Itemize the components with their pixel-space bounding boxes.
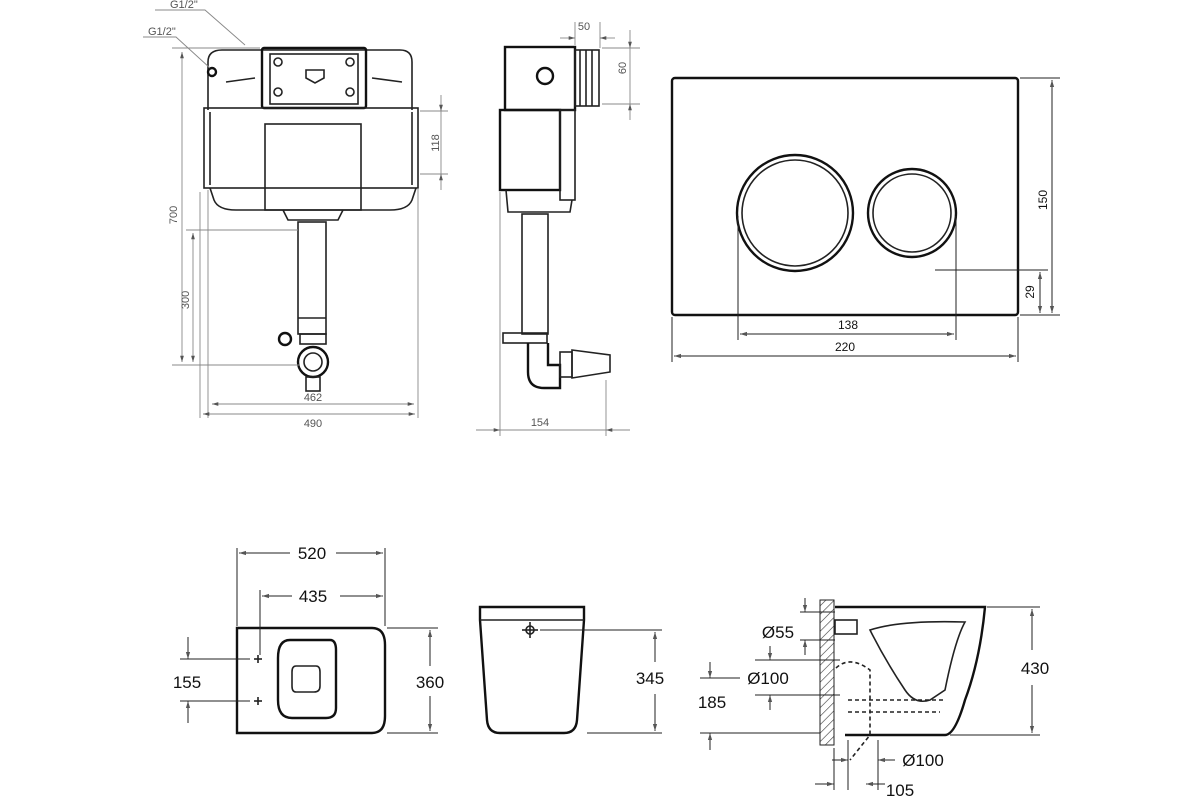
- dim-width-360: 360: [416, 673, 444, 692]
- dim-outlet-300: 300: [180, 291, 192, 309]
- dim-height-700: 700: [168, 206, 180, 224]
- dim-thread-50: 50: [578, 21, 590, 33]
- dim-width-490: 490: [304, 418, 322, 430]
- dim-thread-60: 60: [617, 62, 629, 74]
- toilet-front-view: 345: [478, 605, 664, 735]
- dim-depth-154: 154: [531, 417, 549, 429]
- dim-plate-29: 29: [1023, 285, 1037, 299]
- dim-hole-435: 435: [299, 587, 327, 606]
- flush-plate-view: 150 29 138 220: [670, 76, 1060, 362]
- dim-inlet-55: Ø55: [762, 623, 794, 642]
- inlet-label-side: G1/2": [148, 26, 176, 38]
- cistern-front-view: G1/2" G1/2" 700 300 118 462 490: [143, 0, 448, 430]
- dim-plate-138: 138: [838, 318, 858, 332]
- dim-width-462: 462: [304, 392, 322, 404]
- cistern-side-view: 50 60 154: [476, 21, 640, 436]
- dim-floor-offset-105: 105: [886, 781, 914, 800]
- dim-plate-220: 220: [835, 340, 855, 354]
- dim-plate-150: 150: [1036, 190, 1050, 210]
- inlet-label-top: G1/2": [170, 0, 198, 11]
- dim-length-520: 520: [298, 544, 326, 563]
- dim-outlet-height-185: 185: [698, 693, 726, 712]
- toilet-side-section: Ø55 Ø100 185 430 Ø100 105: [698, 598, 1049, 800]
- dim-hole-spacing-155: 155: [173, 673, 201, 692]
- toilet-top-view: 520 435 155 360: [173, 544, 444, 735]
- dim-outlet-100: Ø100: [747, 669, 789, 688]
- dim-height-345: 345: [636, 669, 664, 688]
- dim-bracket-118: 118: [430, 134, 442, 152]
- dim-floor-outlet-100: Ø100: [902, 751, 944, 770]
- dim-height-430: 430: [1021, 659, 1049, 678]
